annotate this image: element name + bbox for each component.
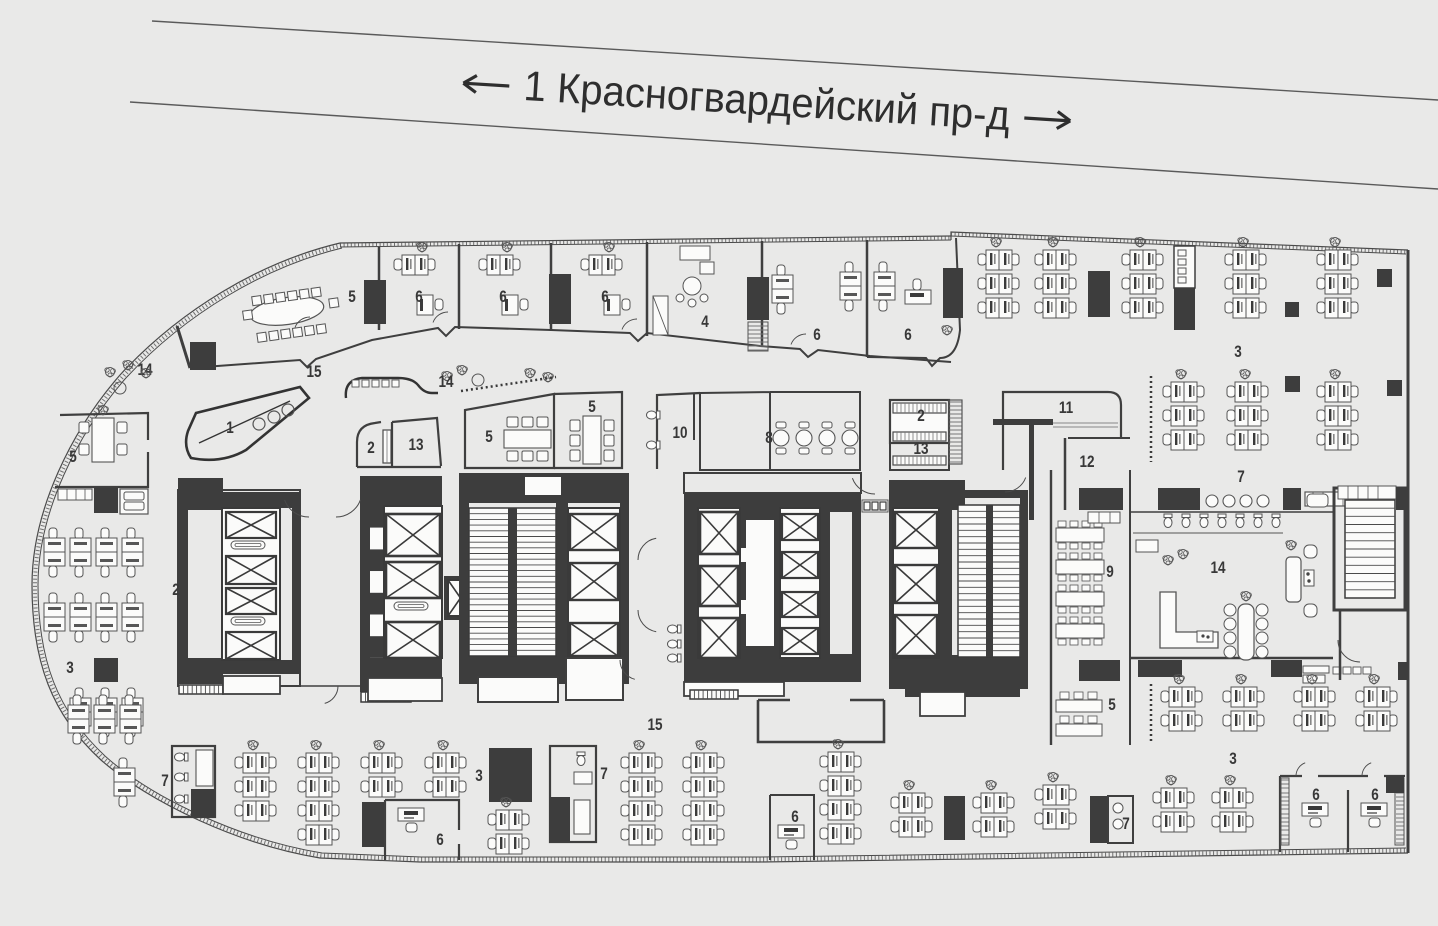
svg-text:14: 14 — [438, 373, 454, 392]
svg-text:6: 6 — [499, 288, 507, 307]
svg-text:13: 13 — [408, 436, 423, 455]
svg-text:15: 15 — [306, 363, 321, 382]
svg-text:3: 3 — [1234, 343, 1242, 362]
svg-text:5: 5 — [485, 428, 493, 447]
svg-text:6: 6 — [813, 326, 821, 345]
svg-text:9: 9 — [1106, 563, 1114, 582]
svg-text:10: 10 — [672, 424, 687, 443]
svg-text:6: 6 — [436, 831, 444, 850]
svg-text:5: 5 — [348, 288, 356, 307]
svg-text:7: 7 — [600, 765, 608, 784]
svg-text:6: 6 — [791, 808, 799, 827]
svg-text:6: 6 — [415, 288, 423, 307]
svg-text:8: 8 — [765, 429, 773, 448]
svg-text:4: 4 — [701, 313, 709, 332]
svg-text:7: 7 — [1122, 815, 1130, 834]
svg-text:3: 3 — [66, 659, 74, 678]
svg-text:1: 1 — [226, 419, 234, 438]
svg-text:3: 3 — [475, 767, 483, 786]
svg-text:2: 2 — [367, 439, 375, 458]
svg-text:13: 13 — [913, 440, 928, 459]
svg-text:15: 15 — [647, 716, 662, 735]
svg-text:11: 11 — [1059, 399, 1073, 418]
svg-text:5: 5 — [1108, 696, 1116, 715]
svg-text:2: 2 — [917, 407, 925, 426]
svg-text:3: 3 — [1229, 750, 1237, 769]
svg-text:12: 12 — [1079, 453, 1094, 472]
svg-text:6: 6 — [1312, 786, 1320, 805]
svg-text:6: 6 — [904, 326, 912, 345]
svg-text:7: 7 — [1237, 468, 1245, 487]
svg-text:6: 6 — [601, 288, 609, 307]
svg-text:7: 7 — [161, 772, 169, 791]
svg-text:6: 6 — [1371, 786, 1379, 805]
svg-text:5: 5 — [588, 398, 596, 417]
svg-text:2: 2 — [172, 581, 180, 600]
svg-text:5: 5 — [69, 448, 77, 467]
svg-text:14: 14 — [1210, 559, 1226, 578]
